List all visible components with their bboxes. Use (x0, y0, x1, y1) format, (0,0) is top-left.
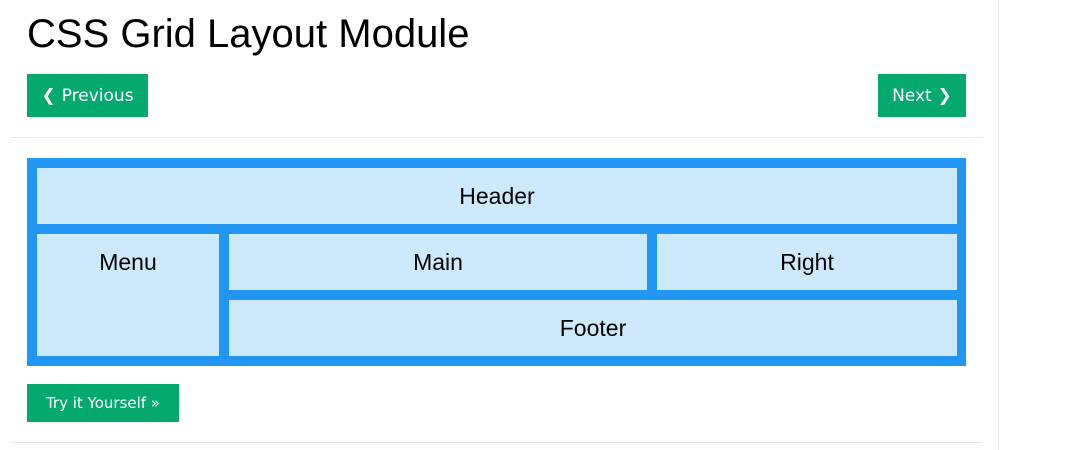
divider (11, 442, 983, 443)
try-it-yourself-button[interactable]: Try it Yourself » (27, 384, 179, 422)
grid-item-header: Header (37, 168, 957, 224)
grid-item-main: Main (229, 234, 647, 290)
previous-button-label: Previous (61, 85, 134, 106)
chevron-left-icon: ❮ (41, 85, 56, 106)
sidebar-divider (998, 0, 999, 450)
previous-button[interactable]: ❮ Previous (27, 74, 148, 117)
grid-item-footer: Footer (229, 300, 957, 356)
page-title: CSS Grid Layout Module (27, 12, 470, 56)
grid-item-right: Right (657, 234, 957, 290)
chevron-right-icon: ❯ (937, 85, 952, 106)
grid-item-menu: Menu (37, 234, 219, 356)
next-button[interactable]: Next ❯ (878, 74, 966, 117)
grid-example: Header Menu Main Right Footer (27, 158, 966, 366)
next-button-label: Next (892, 85, 932, 106)
divider (11, 137, 983, 138)
